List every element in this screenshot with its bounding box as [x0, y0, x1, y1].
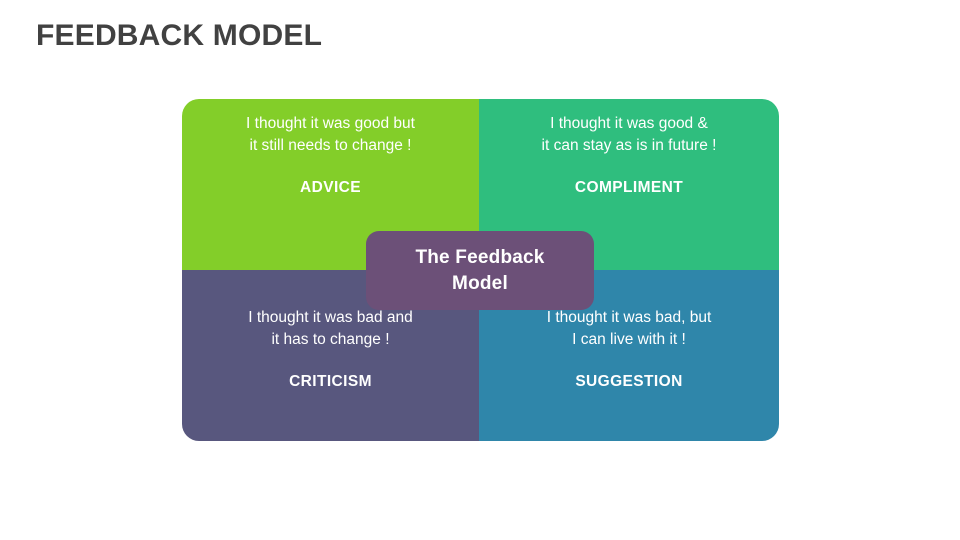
quadrant-suggestion-label: SUGGESTION	[575, 373, 683, 390]
center-badge-label: The Feedback Model	[415, 246, 545, 294]
quadrant-compliment-description: I thought it was good & it can stay as i…	[541, 115, 717, 154]
quadrant-advice[interactable]: I thought it was good but it still needs…	[182, 99, 479, 270]
quadrant-criticism-label: CRITICISM	[289, 373, 372, 390]
quadrant-criticism-description: I thought it was bad and it has to chang…	[248, 309, 413, 348]
quadrant-suggestion-description: I thought it was bad, but I can live wit…	[546, 309, 712, 348]
quadrant-advice-description: I thought it was good but it still needs…	[246, 115, 415, 154]
page-title: FEEDBACK MODEL	[36, 19, 323, 52]
quadrant-advice-label: ADVICE	[300, 179, 361, 196]
quadrant-criticism[interactable]: I thought it was bad and it has to chang…	[182, 270, 479, 441]
quadrant-compliment-label: COMPLIMENT	[574, 179, 684, 196]
center-badge[interactable]: The Feedback Model	[366, 231, 594, 310]
